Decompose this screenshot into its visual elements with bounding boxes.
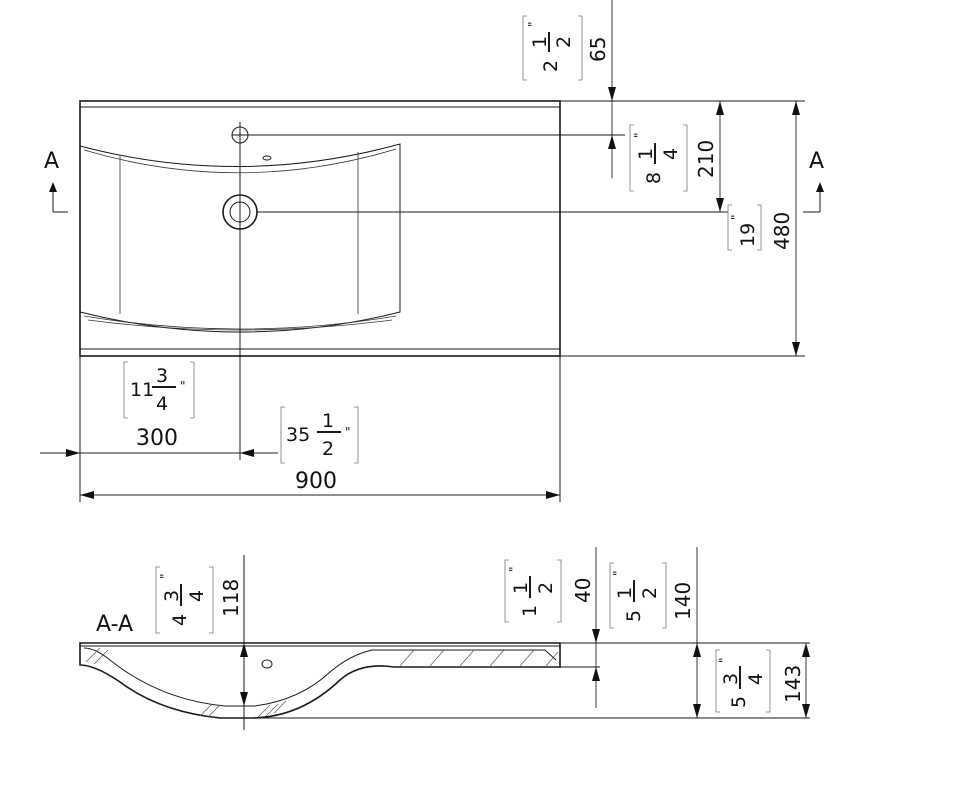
section-marker-right: A <box>803 149 824 213</box>
section-inner-surface <box>83 647 557 707</box>
svg-text:": " <box>526 21 540 27</box>
dim-slab-thickness: 40 1 1 2 " <box>504 547 700 708</box>
svg-text:4: 4 <box>156 393 168 415</box>
svg-text:118: 118 <box>219 579 243 617</box>
svg-text:": " <box>729 214 743 220</box>
svg-text:": " <box>345 425 351 439</box>
section-marker-left: A <box>44 149 68 213</box>
svg-text:1: 1 <box>529 36 551 48</box>
svg-text:65: 65 <box>586 37 610 62</box>
svg-text:4: 4 <box>745 673 767 685</box>
svg-text:900: 900 <box>295 469 337 494</box>
svg-text:2: 2 <box>322 438 334 460</box>
svg-text:2: 2 <box>553 36 575 48</box>
svg-text:5: 5 <box>728 696 750 708</box>
section-view: A-A 118 <box>79 547 810 730</box>
svg-text:300: 300 <box>136 426 178 451</box>
top-view: A A 65 2 1 2 " <box>40 0 824 502</box>
dim-basin-width: 900 35 1 2 " <box>80 406 560 499</box>
section-outline <box>79 642 561 719</box>
svg-text:": " <box>158 573 172 579</box>
svg-text:1: 1 <box>519 605 541 617</box>
svg-text:1: 1 <box>635 148 657 160</box>
svg-text:3: 3 <box>161 590 183 602</box>
svg-text:3: 3 <box>720 673 742 685</box>
dim-tap-offset: 300 11 3 4 " <box>40 361 278 457</box>
svg-text:": " <box>180 379 186 393</box>
svg-text:143: 143 <box>781 665 805 703</box>
svg-text:1: 1 <box>614 587 636 599</box>
svg-text:2: 2 <box>639 587 661 599</box>
dim-basin-depth: 480 19 " <box>727 101 800 356</box>
svg-text:2: 2 <box>540 60 562 72</box>
svg-text:": " <box>717 657 731 663</box>
dim-mid-height: 140 5 1 2 " <box>609 547 701 718</box>
svg-text:4: 4 <box>660 148 682 160</box>
svg-text:A: A <box>809 149 824 174</box>
dim-rim-depth: 65 2 1 2 " <box>522 0 616 178</box>
section-title: A-A <box>96 612 133 637</box>
svg-text:210: 210 <box>694 140 718 178</box>
svg-text:": " <box>611 570 625 576</box>
svg-text:": " <box>507 566 521 572</box>
svg-text:11: 11 <box>130 379 154 401</box>
svg-text:5: 5 <box>623 610 645 622</box>
svg-text:140: 140 <box>671 582 695 620</box>
bowl-outline <box>79 143 401 333</box>
svg-text:2: 2 <box>535 582 557 594</box>
svg-text:": " <box>632 132 646 138</box>
dim-total-height: 143 5 3 4 " <box>260 642 810 719</box>
svg-text:19: 19 <box>737 223 759 247</box>
svg-text:8: 8 <box>643 172 665 184</box>
svg-text:4: 4 <box>186 590 208 602</box>
svg-text:3: 3 <box>156 365 168 387</box>
svg-text:4: 4 <box>169 614 191 626</box>
basin-outline <box>79 100 561 357</box>
dim-bowl-depth: 118 4 3 4 " <box>155 566 248 706</box>
section-overflow-icon <box>261 659 273 669</box>
svg-text:A: A <box>44 149 59 174</box>
svg-text:35: 35 <box>286 424 310 446</box>
overflow-icon <box>262 155 272 161</box>
svg-text:480: 480 <box>770 212 794 250</box>
dim-drain-position: 210 8 1 4 " <box>629 101 724 212</box>
svg-text:1: 1 <box>322 410 334 432</box>
svg-text:1: 1 <box>510 582 532 594</box>
svg-text:40: 40 <box>571 578 595 603</box>
section-hatching <box>85 647 559 718</box>
